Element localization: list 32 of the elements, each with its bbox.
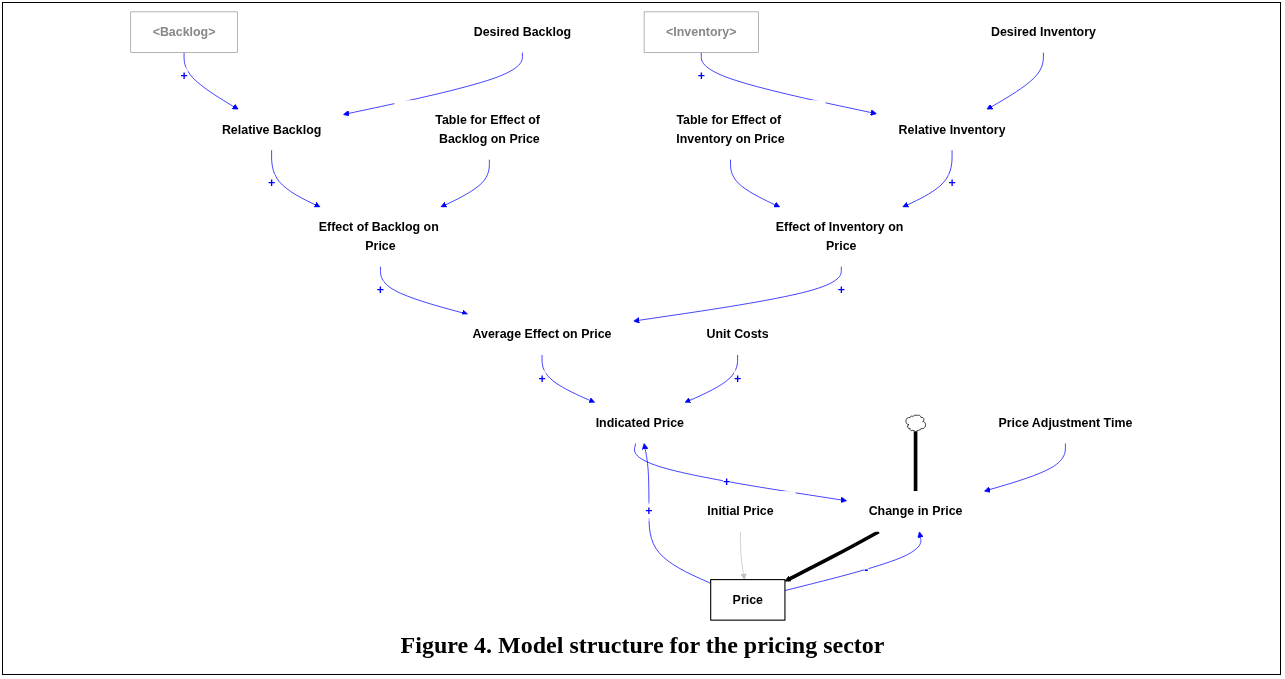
node-text: Table for Effect of Backlog on Price bbox=[435, 113, 540, 146]
node-text: Unit Costs bbox=[706, 327, 769, 342]
node-text: Effect of Backlog on Price bbox=[318, 220, 439, 253]
node-cloud bbox=[905, 414, 926, 432]
arrow bbox=[784, 530, 880, 582]
edge-label: + bbox=[837, 283, 845, 298]
node-text: Indicated Price bbox=[595, 415, 684, 430]
node-text: Average Effect on Price bbox=[472, 327, 612, 342]
node-text: Effect of Inventory on Price bbox=[775, 220, 904, 253]
edge-label: + bbox=[180, 69, 188, 84]
figure-caption: Figure 4. Model structure for the pricing sector bbox=[400, 632, 885, 658]
edge-label: + bbox=[948, 176, 956, 191]
edge-label: + bbox=[723, 475, 731, 489]
node-text: Relative Inventory bbox=[898, 122, 1006, 137]
edge-label: + bbox=[733, 371, 742, 386]
node-text: Price Adjustment Time bbox=[998, 415, 1133, 430]
node-text: Initial Price bbox=[707, 504, 774, 519]
edge-label: + bbox=[697, 69, 705, 84]
node-box: <Backlog> bbox=[130, 11, 238, 53]
edge-label: + bbox=[645, 504, 653, 519]
node-text: Table for Effect of Inventory on Price bbox=[676, 113, 785, 146]
edge-label: + bbox=[267, 176, 276, 191]
edge-label: + bbox=[376, 283, 385, 298]
edge-label: + bbox=[538, 371, 546, 386]
connector bbox=[913, 431, 918, 492]
node-text: Desired Backlog bbox=[473, 25, 572, 39]
node-text: Relative Backlog bbox=[221, 122, 322, 137]
node-box: <Inventory> bbox=[643, 11, 759, 53]
edge-label: - bbox=[864, 563, 869, 577]
node-box: Price bbox=[710, 579, 786, 621]
node-text: Change in Price bbox=[868, 504, 963, 519]
node-text: Desired Inventory bbox=[990, 25, 1096, 39]
